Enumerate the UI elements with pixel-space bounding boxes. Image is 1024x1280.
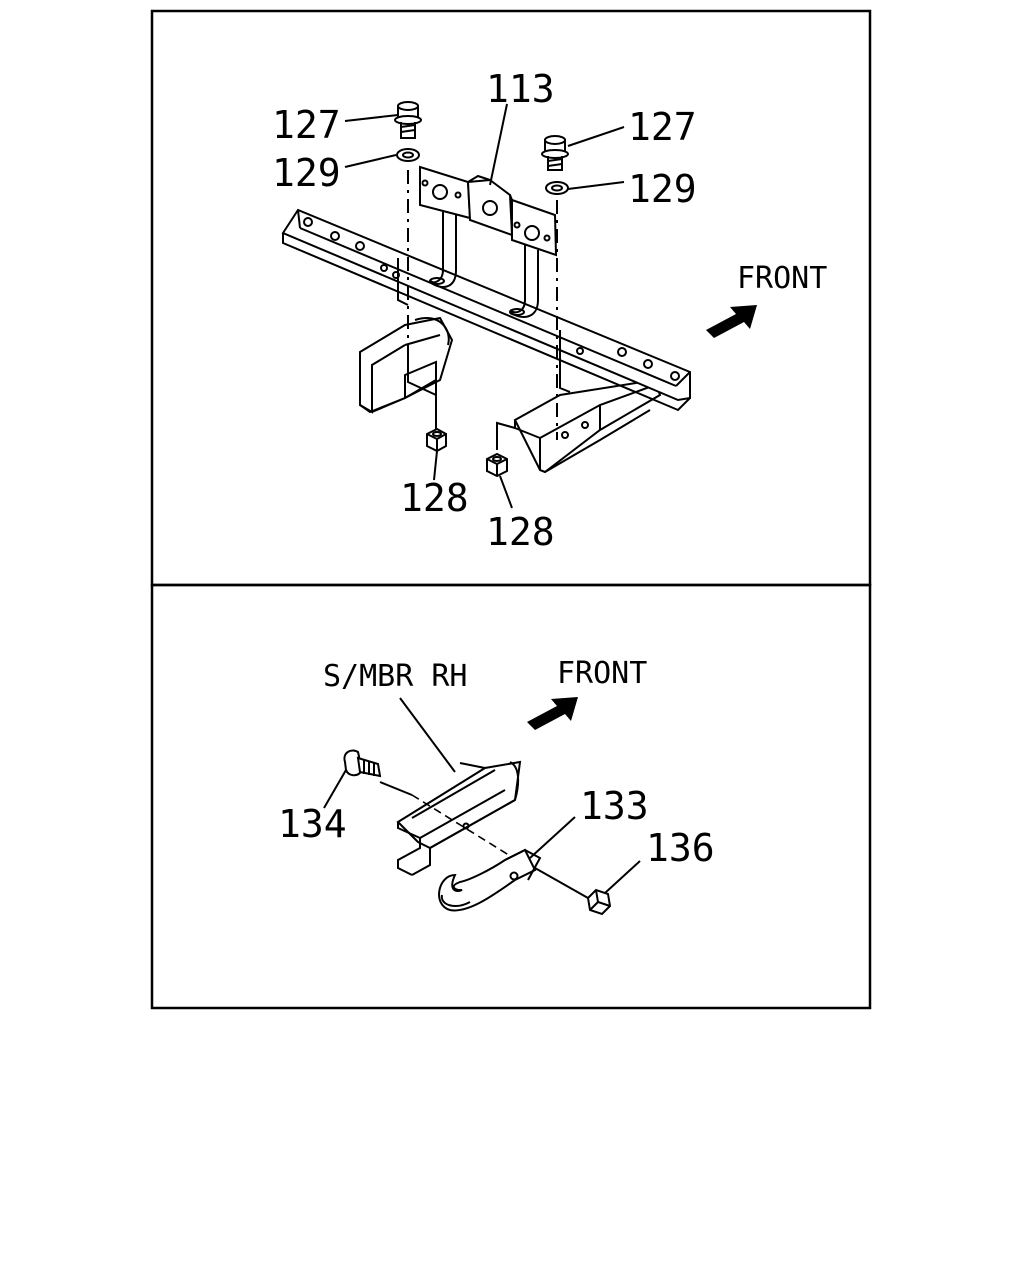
left-nut-128 [426,427,447,453]
callout-127-right: 127 [628,105,697,149]
left-frame-member [359,316,454,430]
left-bolt-axis-lower [407,345,437,396]
callout-128-right: 128 [486,510,555,554]
nut-136-leader [604,860,641,894]
front-label-top: FRONT [737,261,827,296]
left-bolt-127 [394,101,422,139]
front-arrow-icon-top [706,305,757,338]
callout-134: 134 [278,802,347,846]
nut-136 [586,888,612,916]
tow-hook-leader [529,816,576,859]
right-frame-member [496,378,662,474]
callout-133: 133 [580,784,649,828]
top-leader-lines [344,103,625,509]
right-washer-129 [545,181,569,195]
callout-127-left: 127 [272,103,341,147]
top-panel: 113 127 129 127 129 128 128 FRONT [272,67,827,554]
callout-129-right: 129 [628,167,697,211]
bracket-113 [419,165,558,318]
bottom-panel-frame [150,583,872,1010]
bolt-axis-hidden [411,794,521,863]
right-nut-128 [486,452,508,478]
bolt-134 [343,749,382,778]
front-arrow-icon-bottom [527,697,578,730]
callout-129-left: 129 [272,151,341,195]
bolt-134-leader [323,769,347,809]
member-label: S/MBR RH [323,659,468,694]
callout-136: 136 [646,826,715,870]
bottom-panel: S/MBR RH FRONT [278,656,715,916]
callout-113: 113 [486,67,555,111]
side-member-rh [396,760,522,876]
member-leader [399,697,456,773]
bolt-axis [379,781,413,796]
front-label-bottom: FRONT [557,656,647,691]
tow-hook-133 [438,848,542,912]
cross-angle-bar [281,208,691,412]
nut-axis [534,867,589,899]
right-bolt-127 [541,135,569,171]
left-washer-129 [396,148,420,162]
callout-128-left: 128 [400,476,469,520]
